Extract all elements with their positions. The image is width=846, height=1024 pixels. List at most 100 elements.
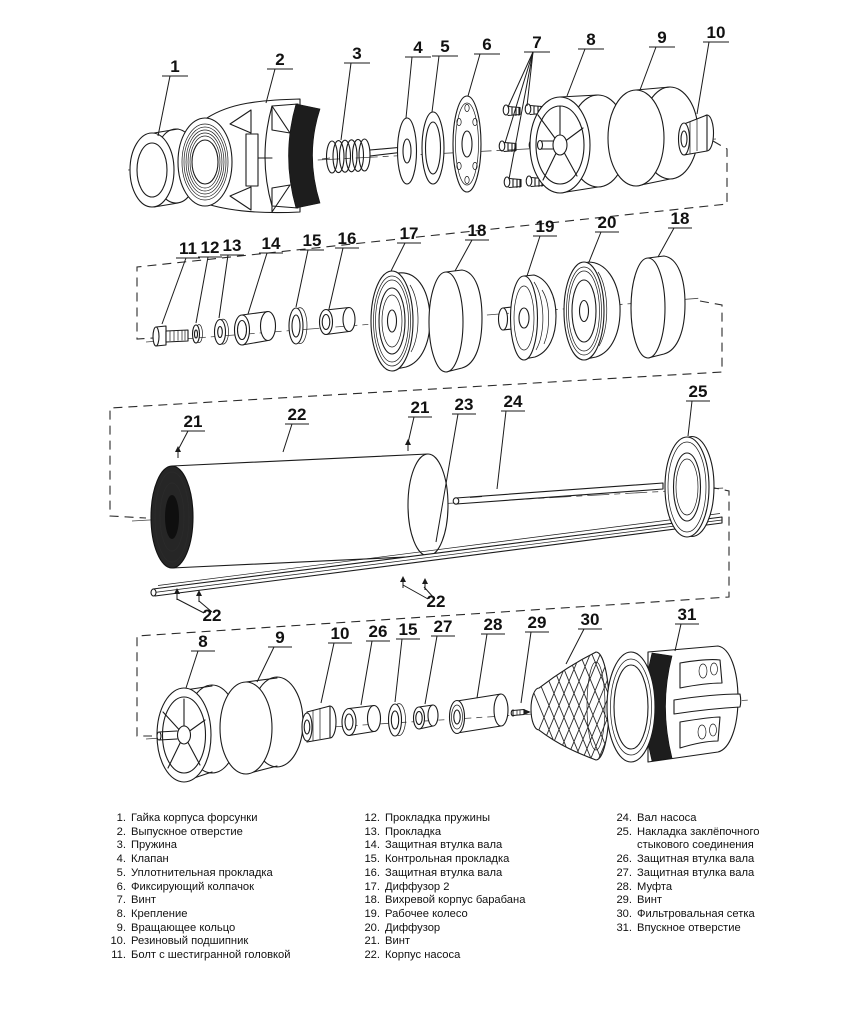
callout-18b: 18 — [657, 209, 692, 258]
callouts: 1 2 3 4 5 6 7 8 9 10 11 12 13 14 15 16 1… — [157, 23, 729, 706]
part-27-shaft-sleeve — [412, 704, 439, 730]
callout-10: 10 — [696, 23, 729, 115]
callout-19: 19 — [526, 217, 557, 277]
callout-number: 16 — [338, 229, 357, 248]
callout-number: 1 — [170, 57, 179, 76]
part-9-rotating-ring — [607, 86, 699, 187]
callout-20: 20 — [588, 213, 619, 263]
callout-24: 24 — [496, 392, 525, 490]
callout-number: 25 — [689, 382, 708, 401]
legend-item: 19.Рабочее колесо — [364, 907, 468, 920]
dashed-connector-3 — [136, 486, 730, 737]
part-14-shaft-sleeve — [233, 310, 277, 346]
legend-item: 7.Винт — [116, 894, 157, 907]
callout-18: 18 — [454, 221, 489, 272]
callout-number: 26 — [369, 622, 388, 641]
callout-number: 17 — [400, 224, 419, 243]
callout-21: 21 — [177, 412, 205, 451]
callout-12: 12 — [195, 238, 222, 324]
callout-number: 12 — [201, 238, 220, 257]
legend-item: 14.Защитная втулка вала — [364, 839, 503, 852]
callout-10b: 10 — [320, 624, 352, 704]
callout-number: 23 — [455, 395, 474, 414]
callout-number: 31 — [678, 605, 697, 624]
callout-number: 27 — [434, 617, 453, 636]
callout-21b: 21 — [407, 398, 432, 444]
callout-6: 6 — [467, 35, 500, 97]
part-9b-rotating-ring — [219, 676, 304, 775]
part-20-diffuser — [563, 261, 621, 361]
legend-item: 27.Защитная втулка вала — [616, 866, 755, 879]
part-18b-vortex-drum-housing — [630, 255, 686, 359]
callout-7: 7 — [504, 33, 550, 180]
callout-8b: 8 — [185, 632, 215, 689]
part-16-shaft-sleeve — [318, 306, 356, 336]
callout-number: 9 — [275, 628, 284, 647]
dashed-connector-2 — [109, 300, 723, 519]
callout-26: 26 — [360, 622, 390, 706]
legend-item: 20.Диффузор — [364, 921, 441, 934]
callout-number: 4 — [413, 38, 423, 57]
callout-number: 3 — [352, 44, 361, 63]
part-25-rivet-joint-pad — [664, 435, 715, 538]
callout-number: 30 — [581, 610, 600, 629]
callout-number: 24 — [504, 392, 523, 411]
callout-25: 25 — [686, 382, 710, 437]
legend-column-3: 24.Вал насоса 25.Накладка заклёпочного с… — [606, 812, 846, 935]
callout-number: 22 — [288, 405, 307, 424]
legend-item: 21.Винт — [364, 935, 411, 948]
callout-number: 21 — [184, 412, 203, 431]
legend-item: 29.Винт — [616, 894, 663, 907]
dashed-connector-1 — [136, 140, 728, 340]
callout-number: 5 — [440, 37, 449, 56]
callout-8: 8 — [566, 30, 604, 97]
callout-4: 4 — [405, 38, 431, 119]
part-30-filter-mesh — [530, 651, 610, 761]
callout-28: 28 — [476, 615, 505, 699]
legend-item: 24.Вал насоса — [616, 812, 697, 824]
legend-column-2: 12.Прокладка пружины 13.Прокладка 14.Защ… — [354, 812, 604, 963]
callout-number: 14 — [262, 234, 281, 253]
part-15-control-gasket — [288, 307, 308, 345]
part-22-pump-housing — [150, 439, 449, 569]
callout-1: 1 — [157, 57, 188, 137]
part-13-gasket — [213, 318, 229, 346]
part-24-pump-shaft — [452, 482, 664, 505]
callout-27: 27 — [424, 617, 455, 705]
part-4-valve — [396, 117, 418, 185]
legend-item: 6.Фиксирующий колпачок — [116, 880, 255, 893]
callout-9b: 9 — [256, 628, 292, 683]
callout-17: 17 — [390, 224, 421, 272]
part-17-diffuser-2 — [370, 270, 431, 372]
callout-number: 9 — [657, 28, 666, 47]
callout-22-strip-right: 22 — [402, 584, 446, 611]
callout-22: 22 — [282, 405, 309, 453]
legend-item: 28.Муфта — [616, 880, 673, 893]
callout-number: 7 — [532, 33, 541, 52]
callout-15b: 15 — [394, 620, 420, 703]
legend-item: 30.Фильтровальная сетка — [616, 907, 755, 920]
callout-number: 22 — [427, 592, 446, 611]
part-23-mounting-strip — [150, 513, 723, 602]
legend-column-1: 1.Гайка корпуса форсунки 2.Выпускное отв… — [100, 812, 350, 963]
part-15b-control-gasket — [387, 703, 406, 737]
legend-item: 11.Болт с шестигранной головкой — [111, 949, 291, 962]
callout-5: 5 — [431, 37, 458, 113]
part-2-outlet-port — [177, 98, 321, 214]
legend-item: 2.Выпускное отверстие — [116, 825, 243, 838]
part-11-hex-bolt — [152, 325, 189, 347]
callout-number: 8 — [586, 30, 595, 49]
callout-number: 10 — [331, 624, 350, 643]
legend-item: 31.Впускное отверстие — [616, 921, 741, 934]
callout-30: 30 — [565, 610, 602, 665]
callout-29: 29 — [520, 613, 549, 704]
callout-number: 13 — [223, 236, 242, 255]
callout-number: 6 — [482, 35, 491, 54]
part-31-inlet-port — [606, 645, 742, 763]
part-10b-rubber-bearing — [301, 705, 337, 743]
callout-number: 18 — [468, 221, 487, 240]
callout-number: 21 — [411, 398, 430, 417]
callout-23: 23 — [435, 395, 476, 543]
